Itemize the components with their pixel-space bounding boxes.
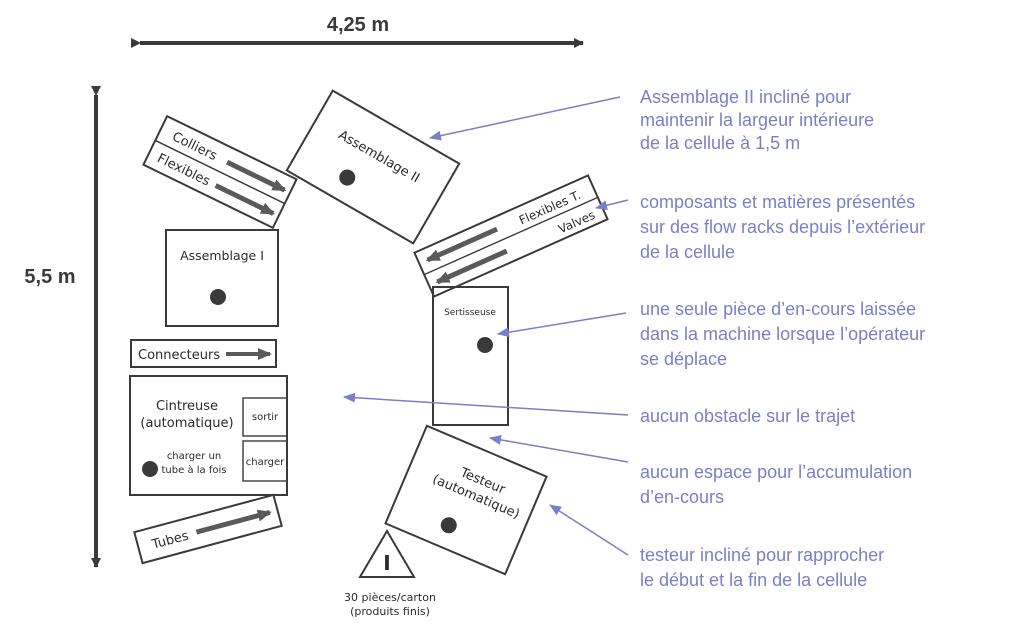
cintreuse-charger-note-line2: tube à la fois [162,464,227,476]
rack-colliers-flexibles: Colliers Flexibles [142,114,298,230]
annotation-line: le début et la fin de la cellule [640,570,867,590]
finished-goods-triangle-icon [358,529,416,578]
station-assemblage-1-label: Assemblage I [180,248,264,263]
pointer-accumulation [489,434,629,463]
station-assemblage-1: Assemblage I [165,229,279,327]
rack-connecteurs-label: Connecteurs [138,348,220,363]
pointer-sertisseuse [497,312,627,338]
station-testeur-operator [440,517,457,534]
station-sertisseuse-operator [477,337,493,353]
rack-colliers-arrow [225,159,287,193]
annotation-sertisseuse: une seule pièce d’en-cours laissée dans … [640,299,925,369]
station-testeur: Testeur (automatique) [384,424,548,576]
annotation-line: se déplace [640,349,727,369]
finished-goods-output: I 30 pièces/carton (produits finis) [344,529,436,618]
annotation-line: une seule pièce d’en-cours laissée [640,299,916,319]
rack-flexibles-arrow [214,183,275,216]
rack-tubes-label: Tubes [149,529,190,553]
station-cintreuse-label-line2: (automatique) [140,416,233,431]
annotation-line: aucun espace pour l’accumulation [640,462,912,482]
cintreuse-charger-box [242,440,288,482]
finished-goods-line1: 30 pièces/carton [344,591,436,604]
cintreuse-sortir-box [242,397,288,437]
rack-tubes-arrow [195,509,272,535]
annotation-line: testeur incliné pour rapprocher [640,545,884,565]
annotation-line: sur des flow racks depuis l’extérieur [640,217,925,237]
annotation-line: composants et matières présentés [640,192,915,212]
rack-flexibles-t-valves: Flexibles T. Valves [413,174,609,298]
station-cintreuse: Cintreuse (automatique) sortir charger c… [129,375,288,496]
annotation-assemblage-2: Assemblage II incliné pour maintenir la … [640,87,874,153]
rack-flexibles-t-arrow [425,226,499,263]
pointer-assemblage-2 [429,96,621,141]
annotation-pointers [343,96,629,556]
station-cintreuse-operator [142,461,158,477]
station-sertisseuse-label: Sertisseuse [444,308,496,318]
pointer-flow-racks [595,199,629,211]
annotation-line: d’en-cours [640,487,724,507]
height-dimension-label: 5,5 m [24,266,75,288]
width-dimension-label: 4,25 m [327,14,389,36]
station-sertisseuse: Sertisseuse [432,286,509,426]
pointer-testeur [549,504,629,556]
cintreuse-charger-label: charger [246,457,285,468]
rack-connecteurs: Connecteurs [130,339,277,368]
annotation-line: de la cellule à 1,5 m [640,133,800,153]
annotation-obstacle: aucun obstacle sur le trajet [640,406,855,426]
annotation-testeur: testeur incliné pour rapprocher le début… [640,545,884,590]
finished-goods-symbol: I [383,551,390,575]
annotation-line: de la cellule [640,242,735,262]
annotation-flow-racks: composants et matières présentés sur des… [640,192,925,262]
annotation-line: dans la machine lorsque l’opérateur [640,324,925,344]
cintreuse-sortir-label: sortir [252,412,279,423]
pointer-obstacle [343,392,629,416]
rack-tubes: Tubes [133,493,283,565]
station-assemblage-1-operator [210,289,226,305]
height-dimension: 5,5 m [24,86,101,568]
station-assemblage-2: Assemblage II [285,89,461,245]
station-assemblage-2-operator [339,169,356,186]
annotation-line: aucun obstacle sur le trajet [640,406,855,426]
rack-valves-arrow [435,248,508,285]
station-cintreuse-label-line1: Cintreuse [156,399,218,414]
finished-goods-line2: (produits finis) [350,605,430,618]
cintreuse-charger-note-line1: charger un [167,451,221,462]
annotation-line: Assemblage II incliné pour [640,87,851,107]
annotation-accumulation: aucun espace pour l’accumulation d’en-co… [640,462,912,507]
width-dimension: 4,25 m [131,14,584,48]
annotation-line: maintenir la largeur intérieure [640,110,874,130]
